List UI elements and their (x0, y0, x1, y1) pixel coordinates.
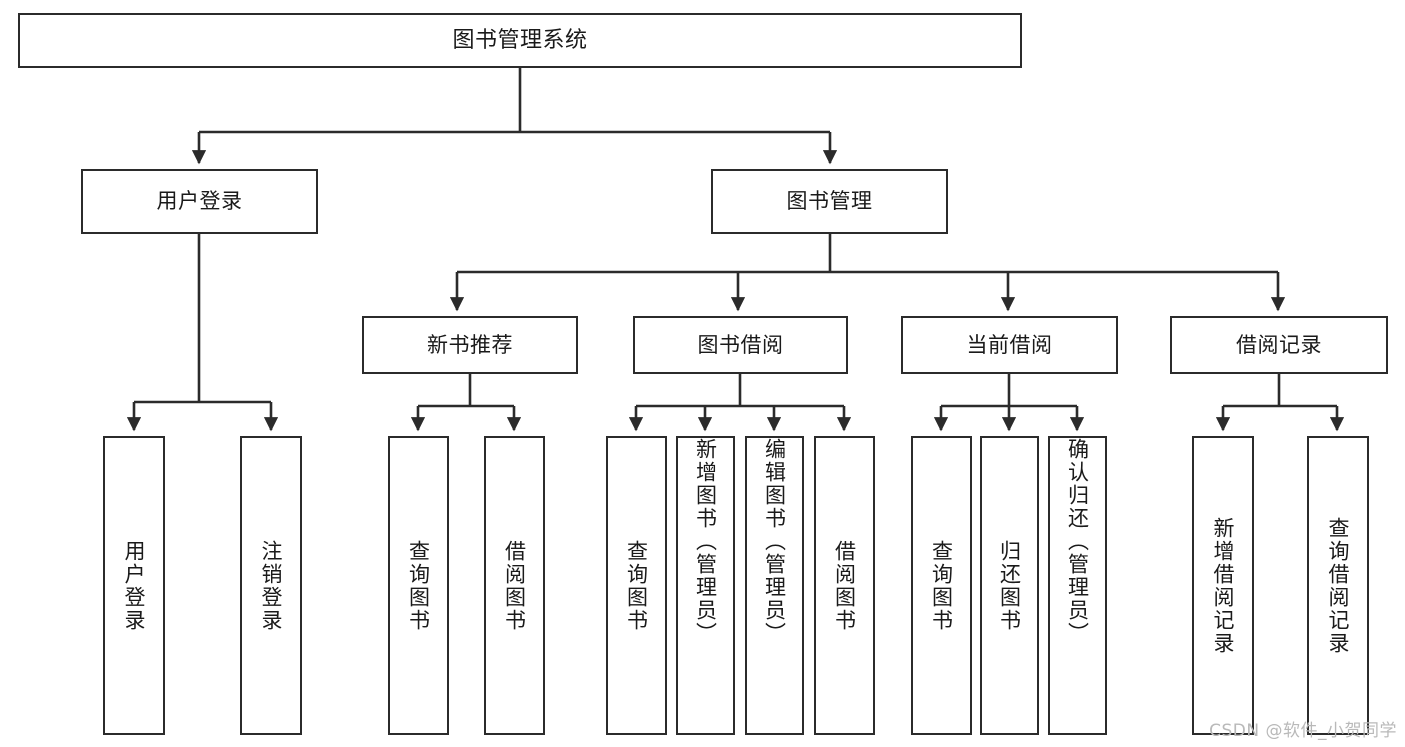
node-leaf-edit-book[interactable]: 编辑图书（管理员） (745, 436, 804, 735)
node-label: 查询图书 (929, 539, 954, 632)
node-label: 图书管理 (786, 189, 873, 214)
node-leaf-add-book[interactable]: 新增图书（管理员） (676, 436, 735, 735)
vert-text-wrap: 新增借阅记录 (1194, 438, 1252, 733)
node-leaf-borrow-book-borrow[interactable]: 借阅图书 (814, 436, 875, 735)
node-borrow-record[interactable]: 借阅记录 (1170, 316, 1388, 374)
node-label: 借阅图书 (502, 539, 527, 632)
node-label: 查询图书 (406, 539, 431, 632)
node-label: 编辑图书（管理员） (762, 438, 787, 645)
node-leaf-add-borrow-record[interactable]: 新增借阅记录 (1192, 436, 1254, 735)
node-label: 查询借阅记录 (1326, 516, 1351, 655)
node-leaf-query-book-borrow[interactable]: 查询图书 (606, 436, 667, 735)
node-new-book-recommend[interactable]: 新书推荐 (362, 316, 578, 374)
vert-text-wrap: 查询借阅记录 (1309, 438, 1367, 733)
node-leaf-borrow-book-recommend[interactable]: 借阅图书 (484, 436, 545, 735)
node-label: 归还图书 (997, 539, 1022, 632)
node-label: 确认归还（管理员） (1065, 438, 1090, 645)
node-leaf-user-logout[interactable]: 注销登录 (240, 436, 302, 735)
vert-text-wrap: 借阅图书 (816, 438, 873, 733)
node-label: 用户登录 (122, 539, 147, 632)
vert-text-wrap: 借阅图书 (486, 438, 543, 733)
node-label: 用户登录 (156, 189, 243, 214)
node-leaf-confirm-return[interactable]: 确认归还（管理员） (1048, 436, 1107, 735)
node-label: 查询图书 (624, 539, 649, 632)
node-book-manage[interactable]: 图书管理 (711, 169, 948, 234)
node-leaf-query-borrow-record[interactable]: 查询借阅记录 (1307, 436, 1369, 735)
node-label: 图书借阅 (697, 332, 784, 357)
vert-text-wrap: 查询图书 (913, 438, 970, 733)
node-book-borrow[interactable]: 图书借阅 (633, 316, 848, 374)
vert-text-wrap: 用户登录 (105, 438, 163, 733)
node-root-book-management-system[interactable]: 图书管理系统 (18, 13, 1022, 68)
node-leaf-query-book-current[interactable]: 查询图书 (911, 436, 972, 735)
node-leaf-query-book-recommend[interactable]: 查询图书 (388, 436, 449, 735)
node-label: 新书推荐 (427, 332, 513, 357)
vert-text-wrap: 注销登录 (242, 438, 300, 733)
vert-text-wrap: 归还图书 (982, 438, 1037, 733)
csdn-watermark: CSDN @软件_小贺同学 (1209, 721, 1397, 741)
node-label: 图书管理系统 (452, 27, 588, 53)
node-label: 注销登录 (259, 539, 284, 632)
node-label: 新增借阅记录 (1211, 516, 1236, 655)
node-label: 新增图书（管理员） (693, 438, 718, 645)
vert-text-wrap: 查询图书 (608, 438, 665, 733)
node-leaf-return-book[interactable]: 归还图书 (980, 436, 1039, 735)
node-label: 借阅记录 (1236, 332, 1322, 357)
node-label: 当前借阅 (966, 332, 1053, 357)
node-current-borrow[interactable]: 当前借阅 (901, 316, 1118, 374)
vert-text-wrap: 查询图书 (390, 438, 447, 733)
node-label: 借阅图书 (832, 539, 857, 632)
node-user-login[interactable]: 用户登录 (81, 169, 318, 234)
node-leaf-user-login[interactable]: 用户登录 (103, 436, 165, 735)
